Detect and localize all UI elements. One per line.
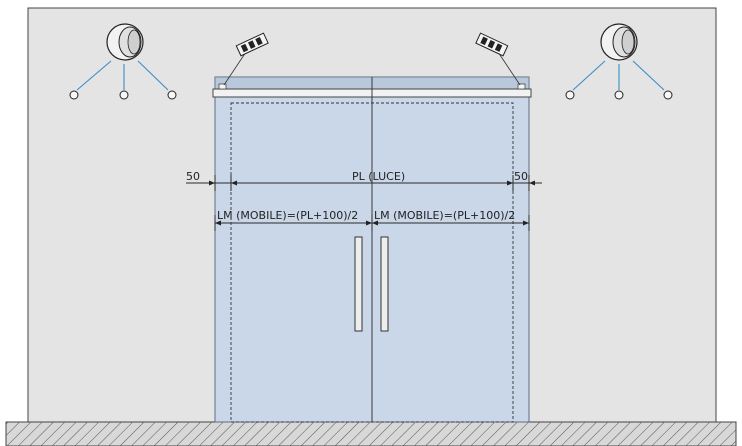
clear-width-dimension [186, 175, 542, 191]
right-leaf-label: LM (MOBILE)=(PL+100)/2 [374, 209, 515, 222]
safety-sensor-icon [475, 32, 509, 57]
left-margin-label: 50 [186, 170, 200, 183]
right-door-leaf [371, 76, 530, 423]
clear-opening-outline [230, 102, 514, 423]
motion-sensor-icon [69, 23, 177, 100]
right-margin-label: 50 [514, 170, 528, 183]
motion-sensor-icon [565, 23, 673, 100]
left-leaf-label: LM (MOBILE)=(PL+100)/2 [217, 209, 358, 222]
safety-sensor-icon [235, 32, 269, 57]
right-door-handle [380, 236, 389, 332]
left-door-leaf [214, 76, 373, 423]
left-door-handle [354, 236, 363, 332]
door-assembly [212, 76, 532, 423]
leaf-width-dimension [214, 215, 530, 231]
floor [5, 421, 737, 446]
clear-width-label: PL (LUCE) [352, 170, 405, 183]
